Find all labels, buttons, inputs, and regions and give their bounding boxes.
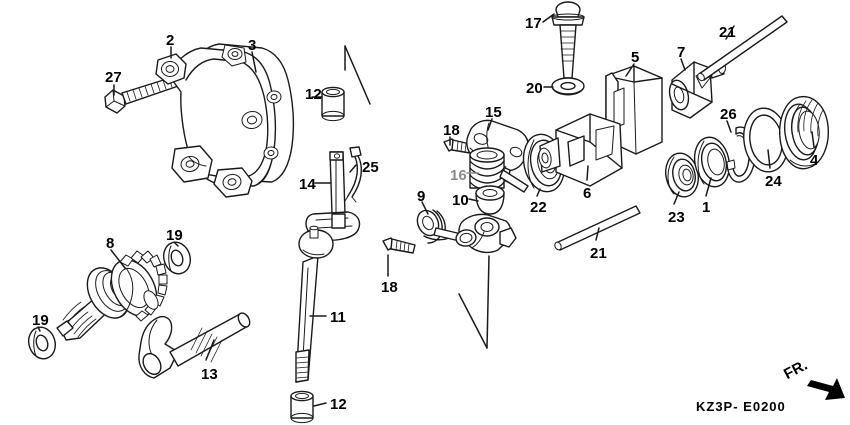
part-19-washer-upper (162, 241, 192, 275)
callout-number-1: 1 (702, 199, 711, 216)
part-17-flange-bolt (551, 1, 585, 79)
part-12-lower-collar (290, 390, 314, 424)
part-25-cotter-pin (344, 146, 362, 203)
part-18-bolt-lower (382, 237, 416, 254)
callout-number-3: 3 (248, 37, 257, 54)
part-13-shift-fork-shaft (138, 312, 251, 379)
callout-number-13: 13 (201, 366, 218, 383)
part-8-gear-shaft (56, 250, 168, 341)
callout-number-12: 12 (305, 86, 322, 103)
callout-number-2: 2 (166, 32, 175, 49)
part-24-o-ring (743, 107, 789, 173)
part-1-bearing-retainer (693, 136, 731, 188)
callout-number-19: 19 (32, 312, 49, 329)
callout-number-12: 12 (330, 396, 347, 413)
callout-number-19: 19 (166, 227, 183, 244)
part-16-return-spring (469, 147, 529, 193)
assembly-guide-b (344, 45, 371, 105)
part-19-washer-lower (27, 326, 57, 360)
callout-number-21: 21 (719, 24, 736, 41)
part-4-oil-seal-ring (779, 95, 829, 170)
callout-number-7: 7 (677, 44, 686, 61)
part-12-upper-collar (321, 86, 345, 122)
callout-number-18: 18 (443, 122, 460, 139)
part-9-stopper-arm (416, 209, 517, 254)
arrow-icon (807, 378, 845, 400)
callout-number-8: 8 (106, 235, 115, 252)
callout-number-4: 4 (810, 152, 819, 169)
callout-number-20: 20 (526, 80, 543, 97)
diagram-code: KZ3P- E0200 (696, 399, 786, 414)
callout-number-5: 5 (631, 49, 640, 66)
callout-number-23: 23 (668, 209, 685, 226)
callout-number-26: 26 (720, 106, 737, 123)
callout-number-25: 25 (362, 159, 379, 176)
callout-number-21: 21 (590, 245, 607, 262)
callout-number-16: 16 (450, 167, 467, 184)
callout-number-15: 15 (485, 104, 502, 121)
assembly-guide-c (486, 255, 490, 349)
part-11-gearshift-spindle (295, 225, 334, 383)
part-20-flat-washer (551, 77, 585, 96)
callout-number-14: 14 (299, 176, 316, 193)
part-21-dowel-pin-lower (554, 205, 641, 251)
callout-number-27: 27 (105, 69, 122, 86)
part-6-shift-drum (538, 113, 623, 187)
front-direction-indicator: FR. (781, 357, 847, 404)
callout-number-24: 24 (765, 173, 782, 190)
part-21-dowel-pin-upper (697, 15, 788, 82)
callout-number-9: 9 (417, 188, 426, 205)
assembly-guide-d (458, 293, 488, 349)
callout-number-11: 11 (330, 309, 346, 326)
callout-number-18: 18 (381, 279, 398, 296)
part-10-spring-seat-collar (475, 185, 505, 215)
callout-number-22: 22 (530, 199, 547, 216)
part-3-transmission-cover (155, 43, 295, 198)
callout-number-17: 17 (525, 15, 542, 32)
leader-lines (37, 13, 815, 407)
callout-number-6: 6 (583, 185, 592, 202)
callout-number-10: 10 (452, 192, 469, 209)
